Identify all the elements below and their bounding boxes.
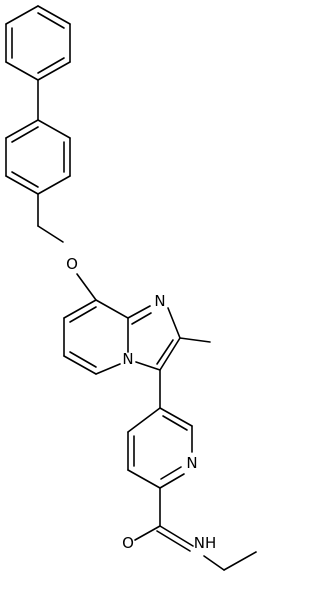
- structure-canvas: O N N N: [5, 5, 257, 571]
- n-ch2-bond: [203, 555, 225, 571]
- imidazole-ring: N N: [122, 292, 181, 371]
- bond: [95, 299, 129, 319]
- double-bond-inner: [156, 339, 174, 365]
- bond: [159, 337, 181, 371]
- bond: [95, 363, 121, 375]
- phenylene-ring: [5, 119, 71, 195]
- bond: [5, 119, 39, 139]
- chemical-structure-diagram: O N N N: [5, 5, 257, 571]
- double-bond-inner: [37, 57, 65, 74]
- bond: [37, 61, 71, 81]
- bond: [5, 175, 39, 195]
- bond: [159, 407, 193, 427]
- double-bond-inner: [69, 306, 97, 323]
- terminal-phenyl-ring: [5, 5, 71, 81]
- double-bond-inner: [11, 126, 39, 143]
- bond: [127, 305, 151, 319]
- bond: [159, 473, 185, 489]
- ch2-o-bond: [37, 225, 64, 243]
- bridgehead-nitrogen-label: N: [122, 350, 133, 368]
- bond: [63, 299, 97, 319]
- double-bond-inner: [37, 12, 65, 29]
- bond: [5, 5, 39, 25]
- bond: [37, 175, 71, 195]
- ch2-ch3-bond: [223, 551, 257, 571]
- bond: [5, 61, 39, 81]
- o-c8-bond: [76, 273, 97, 301]
- imidazole-nitrogen-label: N: [154, 292, 165, 310]
- double-bond-inner: [131, 312, 152, 325]
- bond: [37, 5, 71, 25]
- bond: [127, 407, 161, 433]
- carbonyl-double-bond-a: [159, 525, 194, 547]
- double-bond-inner: [69, 351, 97, 368]
- ether-oxygen-label: O: [66, 255, 78, 273]
- bond: [63, 355, 97, 375]
- amide-nh-label: NH: [194, 534, 217, 552]
- methyl-bond: [179, 337, 211, 343]
- bond: [37, 119, 71, 139]
- pyridine-ring: N: [127, 407, 198, 489]
- double-bond-inner: [11, 171, 39, 188]
- double-bond-inner: [160, 466, 182, 480]
- bond: [127, 469, 161, 489]
- bond: [135, 361, 161, 371]
- pyridine-nitrogen-label: N: [186, 454, 197, 472]
- carbonyl-oxygen-label: O: [122, 534, 134, 552]
- carbonyl-double-bond-b: [156, 530, 191, 552]
- carbonyl-c-o-bond: [134, 525, 161, 541]
- double-bond-inner: [162, 415, 188, 431]
- bond: [167, 307, 181, 339]
- imidazopyridine-six-ring: [63, 299, 129, 375]
